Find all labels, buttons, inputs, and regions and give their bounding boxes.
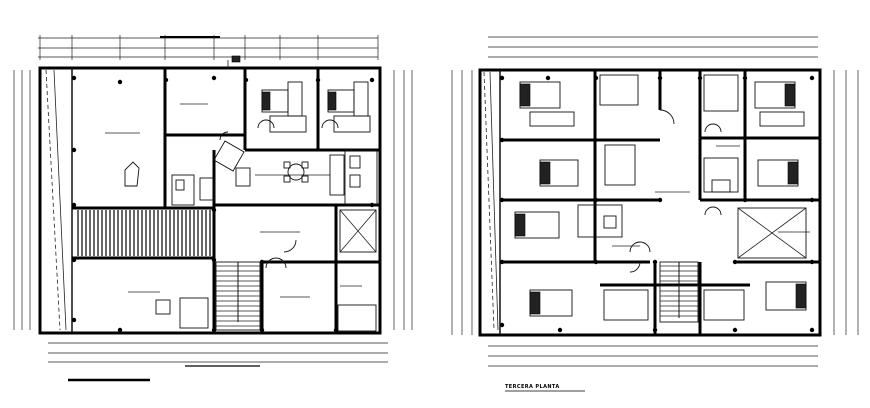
column-dot <box>809 75 815 81</box>
column-dot <box>732 259 738 265</box>
column-dot <box>315 77 321 83</box>
column-dot <box>369 202 375 208</box>
column-dot <box>333 259 339 265</box>
column-dot <box>593 197 599 203</box>
column-dot <box>652 327 658 333</box>
column-dot <box>499 259 505 265</box>
column-dot <box>71 202 77 208</box>
column-dot <box>499 75 505 81</box>
column-dot <box>71 317 77 323</box>
column-dot <box>657 197 663 203</box>
left-bedroom-furniture <box>257 81 371 133</box>
column-dot <box>117 79 123 85</box>
column-dot <box>499 322 505 328</box>
column-dot <box>211 327 217 333</box>
column-dot <box>742 197 748 203</box>
left-side-dimensions <box>13 70 31 330</box>
column-dot <box>243 77 249 83</box>
column-dot <box>163 77 169 83</box>
column-dot <box>593 259 599 265</box>
column-dot <box>211 257 217 263</box>
left-ramp-strip <box>45 68 73 333</box>
right-side-dimensions <box>451 70 859 335</box>
column-dot <box>652 259 658 265</box>
column-dot <box>211 207 217 213</box>
column-dot <box>809 259 815 265</box>
column-dot <box>71 75 77 81</box>
column-dot <box>809 197 815 203</box>
right-plan-title: TERCERA PLANTA <box>505 384 560 390</box>
column-dot <box>742 75 748 81</box>
column-dot <box>211 75 217 81</box>
column-dot <box>333 327 339 333</box>
column-dot <box>593 75 599 81</box>
column-dot <box>499 137 505 143</box>
left-top-dimensions <box>38 35 379 60</box>
right-staircase <box>659 261 699 323</box>
left-right-dimensions <box>393 70 413 330</box>
left-bottom-dimensions <box>48 342 388 382</box>
left-misc-details <box>105 55 362 315</box>
right-bathrooms <box>577 74 807 321</box>
right-bottom-dimensions <box>488 345 818 367</box>
right-bedroom-furniture <box>514 81 807 317</box>
column-dot <box>557 327 563 333</box>
left-floor-plan <box>13 35 413 382</box>
column-dot <box>259 259 265 265</box>
column-dot <box>369 77 375 83</box>
left-bathrooms <box>171 149 378 332</box>
left-hatched-stair <box>77 210 211 256</box>
left-staircase <box>215 261 261 331</box>
left-dining-area <box>199 140 345 201</box>
column-dot <box>809 327 815 333</box>
column-markers <box>71 75 815 333</box>
column-dot <box>545 75 551 81</box>
column-dot <box>657 75 663 81</box>
column-dot <box>117 327 123 333</box>
column-dot <box>71 257 77 263</box>
column-dot <box>259 327 265 333</box>
right-floor-plan <box>451 36 859 367</box>
column-dot <box>499 197 505 203</box>
column-dot <box>71 147 77 153</box>
right-top-dimensions <box>488 36 818 58</box>
column-dot <box>697 75 703 81</box>
column-dot <box>732 327 738 333</box>
right-misc-details <box>603 109 810 273</box>
